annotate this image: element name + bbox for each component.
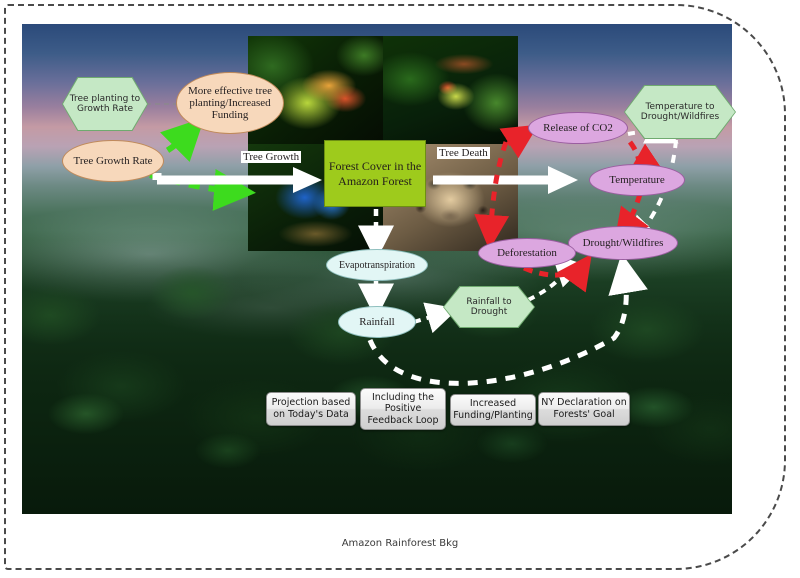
node-drought-wildfires[interactable]: Drought/Wildfires bbox=[568, 226, 678, 260]
node-temperature[interactable]: Temperature bbox=[589, 164, 685, 196]
node-deforestation[interactable]: Deforestation bbox=[478, 238, 576, 268]
edge-label-tree-growth: Tree Growth bbox=[241, 151, 302, 163]
node-label: Rainfall to Drought bbox=[466, 296, 512, 317]
legend-increased-funding-planting[interactable]: Increased Funding/Planting bbox=[450, 394, 536, 426]
node-label: Tree planting to Growth Rate bbox=[69, 93, 141, 114]
legend-ny-declaration-forests[interactable]: NY Declaration on Forests' Goal bbox=[538, 392, 630, 426]
node-more-effective-planting[interactable]: More effective tree planting/Increased F… bbox=[176, 72, 284, 134]
node-forest-cover-core[interactable]: Forest Cover in the Amazon Forest bbox=[324, 140, 426, 207]
legend-projection-today[interactable]: Projection based on Today's Data bbox=[266, 392, 356, 426]
node-evapotranspiration[interactable]: Evapotranspiration bbox=[326, 249, 428, 281]
node-label: Temperature to Drought/Wildfires bbox=[640, 101, 720, 122]
node-rainfall[interactable]: Rainfall bbox=[338, 306, 416, 338]
image-caption: Amazon Rainforest Bkg bbox=[341, 538, 459, 549]
tree-frog-photo bbox=[383, 36, 518, 144]
edge-label-tree-death: Tree Death bbox=[437, 147, 490, 159]
node-tree-growth-rate[interactable]: Tree Growth Rate bbox=[62, 140, 164, 182]
node-temperature-to-drought[interactable]: Temperature to Drought/Wildfires bbox=[624, 85, 736, 139]
node-rainfall-to-drought[interactable]: Rainfall to Drought bbox=[443, 286, 535, 328]
canopy-foreground-layer bbox=[22, 347, 732, 514]
node-release-of-co2[interactable]: Release of CO2 bbox=[528, 112, 628, 144]
node-tree-planting-to-growth-rate[interactable]: Tree planting to Growth Rate bbox=[62, 77, 148, 131]
legend-positive-feedback-loop[interactable]: Including the Positive Feedback Loop bbox=[360, 388, 446, 430]
